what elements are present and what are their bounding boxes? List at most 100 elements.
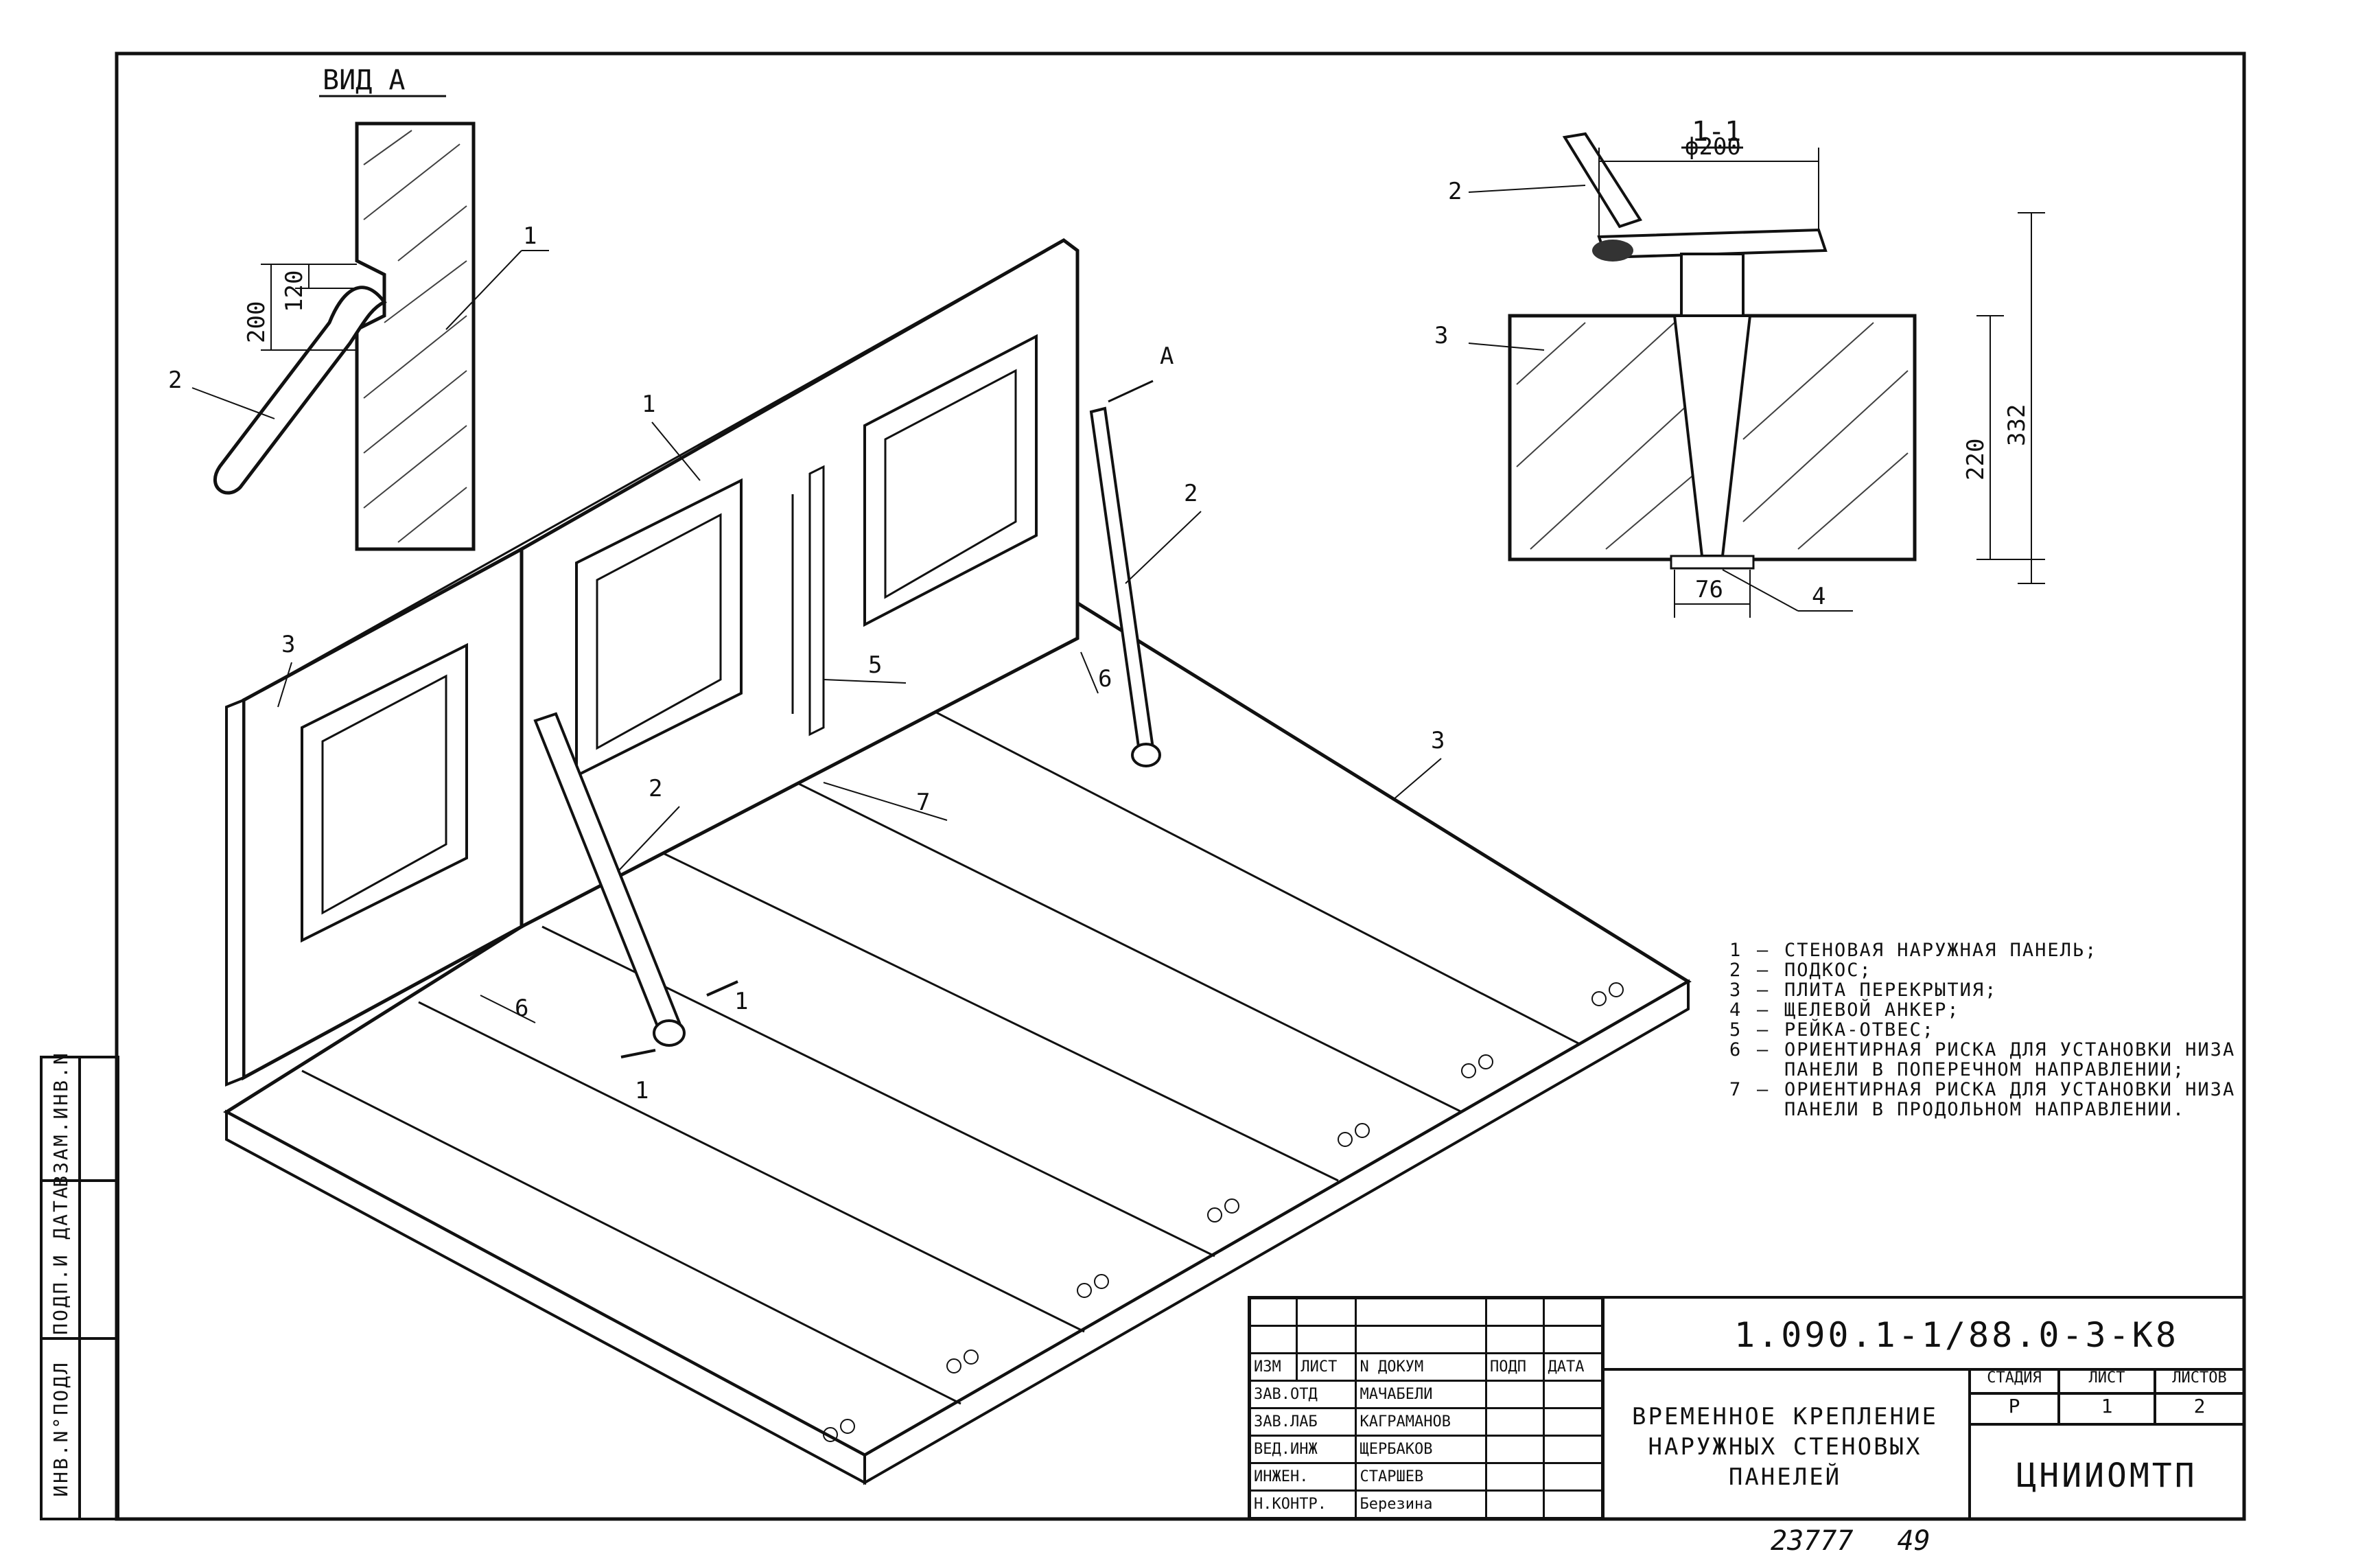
legend-text: ПОДКОС; bbox=[1784, 960, 1872, 981]
title-line-1: ВРЕМЕННОЕ КРЕПЛЕНИЕ bbox=[1632, 1402, 1938, 1430]
view-a-title: ВИД А bbox=[323, 65, 405, 96]
signature-cell bbox=[1484, 1407, 1545, 1437]
footer-numbers: 23777 49 bbox=[1771, 1525, 1930, 1557]
legend-number: 4 bbox=[1729, 999, 1742, 1021]
sheets-value: 2 bbox=[2193, 1395, 2206, 1417]
header-cell: N ДОКУМ bbox=[1355, 1352, 1487, 1382]
section-dim-332: 332 bbox=[2003, 404, 2031, 446]
legend-item: 2–ПОДКОС; bbox=[1729, 960, 2251, 980]
label-a: A bbox=[1160, 343, 1174, 370]
legend-text: РЕЙКА-ОТВЕС; bbox=[1784, 1019, 1935, 1041]
role-cell: ЗАВ.ОТД bbox=[1248, 1380, 1357, 1409]
document-title: ВРЕМЕННОЕ КРЕПЛЕНИЕ НАРУЖНЫХ СТЕНОВЫХ ПА… bbox=[1603, 1373, 1967, 1520]
signature-cell bbox=[1484, 1462, 1545, 1492]
side-stamp-sign: ПОДП.И ДАТА bbox=[49, 1184, 72, 1335]
title-block-grid bbox=[1248, 1296, 2245, 1520]
label-2-left: 2 bbox=[649, 775, 662, 802]
legend-dash: – bbox=[1757, 1039, 1770, 1060]
legend-text: ЩЕЛЕВОЙ АНКЕР; bbox=[1784, 999, 1960, 1021]
header-cell: ИЗМ bbox=[1248, 1352, 1298, 1382]
label-6-left: 6 bbox=[515, 995, 528, 1022]
legend-number: 6 bbox=[1729, 1039, 1742, 1060]
role-cell: ИНЖЕН. bbox=[1248, 1462, 1357, 1492]
date-cell bbox=[1543, 1380, 1603, 1409]
legend-item: 6–ОРИЕНТИРНАЯ РИСКА ДЛЯ УСТАНОВКИ НИЗА П… bbox=[1729, 1040, 2251, 1080]
header-cell: ДАТА bbox=[1543, 1352, 1603, 1382]
legend-text: ОРИЕНТИРНАЯ РИСКА ДЛЯ УСТАНОВКИ НИЗА ПАН… bbox=[1784, 1039, 2236, 1080]
date-cell bbox=[1543, 1489, 1603, 1519]
label-5: 5 bbox=[868, 651, 882, 679]
legend-item: 4–ЩЕЛЕВОЙ АНКЕР; bbox=[1729, 1000, 2251, 1020]
stage-value: Р bbox=[2008, 1395, 2020, 1417]
header-cell: ЛИСТ bbox=[1296, 1352, 1357, 1382]
legend-dash: – bbox=[1757, 1019, 1770, 1041]
label-1: 1 bbox=[642, 391, 655, 418]
label-3-right: 3 bbox=[1431, 727, 1445, 754]
legend-number: 1 bbox=[1729, 940, 1742, 961]
legend-item: 3–ПЛИТА ПЕРЕКРЫТИЯ; bbox=[1729, 980, 2251, 1000]
role-cell: ЗАВ.ЛАБ bbox=[1248, 1407, 1357, 1437]
signature-row: Н.КОНТР.Березина bbox=[1248, 1489, 1603, 1519]
name-cell: КАГРАМАНОВ bbox=[1355, 1407, 1487, 1437]
legend-item: 5–РЕЙКА-ОТВЕС; bbox=[1729, 1020, 2251, 1040]
view-a-dim-200: 200 bbox=[243, 301, 270, 343]
section-dia: ф200 bbox=[1685, 133, 1741, 161]
legend-number: 2 bbox=[1729, 960, 1742, 981]
drawing-frame bbox=[115, 51, 2246, 1521]
stage-header-sheet: ЛИСТ bbox=[2088, 1369, 2125, 1387]
signature-cell bbox=[1484, 1489, 1545, 1519]
role-cell: Н.КОНТР. bbox=[1248, 1489, 1357, 1519]
section-dim-76: 76 bbox=[1695, 576, 1723, 603]
title-line-2: НАРУЖНЫХ СТЕНОВЫХ bbox=[1648, 1433, 1922, 1461]
legend-text: ПЛИТА ПЕРЕКРЫТИЯ; bbox=[1784, 979, 1998, 1001]
header-cell: ПОДП bbox=[1484, 1352, 1545, 1382]
legend-dash: – bbox=[1757, 979, 1770, 1001]
section-title: 1-1 bbox=[1692, 116, 1741, 148]
isometric-view bbox=[223, 238, 1692, 1485]
section-1-1-detail: 1-1 ф200 220 332 76 bbox=[1434, 116, 2045, 618]
title-line-3: ПАНЕЛЕЙ bbox=[1728, 1463, 1842, 1491]
legend-dash: – bbox=[1757, 940, 1770, 961]
section-ref-4: 4 bbox=[1812, 583, 1825, 610]
label-6-right: 6 bbox=[1098, 665, 1112, 693]
legend: 1–СТЕНОВАЯ НАРУЖНАЯ ПАНЕЛЬ;2–ПОДКОС;3–ПЛ… bbox=[1729, 940, 2251, 1120]
legend-number: 5 bbox=[1729, 1019, 1742, 1041]
legend-item: 7–ОРИЕНТИРНАЯ РИСКА ДЛЯ УСТАНОВКИ НИЗА П… bbox=[1729, 1080, 2251, 1120]
page-number: 49 bbox=[1897, 1525, 1930, 1557]
name-cell: МАЧАБЕЛИ bbox=[1355, 1380, 1487, 1409]
side-stamp-inv: ИНВ.N°ПОДЛ bbox=[49, 1360, 72, 1497]
legend-text: ОРИЕНТИРНАЯ РИСКА ДЛЯ УСТАНОВКИ НИЗА ПАН… bbox=[1784, 1079, 2236, 1120]
sheet-value: 1 bbox=[2101, 1395, 2113, 1417]
stage-header: СТАДИЯ ЛИСТ ЛИСТОВ bbox=[1970, 1369, 2244, 1393]
legend-dash: – bbox=[1757, 960, 1770, 981]
document-code: 1.090.1-1/88.0-3-К8 bbox=[1734, 1315, 2179, 1355]
name-cell: СТАРШЕВ bbox=[1355, 1462, 1487, 1492]
side-stamp bbox=[40, 1056, 119, 1520]
stage-header-stage: СТАДИЯ bbox=[1987, 1369, 2042, 1387]
stage-values: Р 1 2 bbox=[1970, 1395, 2244, 1424]
label-2-right: 2 bbox=[1184, 480, 1198, 507]
legend-dash: – bbox=[1757, 1079, 1770, 1100]
inventory-number: 23777 bbox=[1771, 1525, 1854, 1557]
view-a-ref-2: 2 bbox=[168, 367, 182, 394]
name-cell: ЩЕРБАКОВ bbox=[1355, 1435, 1487, 1464]
section-ref-2: 2 bbox=[1448, 178, 1462, 205]
stage-header-sheets: ЛИСТОВ bbox=[2172, 1369, 2227, 1387]
label-7: 7 bbox=[916, 789, 930, 816]
date-cell bbox=[1543, 1407, 1603, 1437]
legend-item: 1–СТЕНОВАЯ НАРУЖНАЯ ПАНЕЛЬ; bbox=[1729, 940, 2251, 960]
legend-number: 3 bbox=[1729, 979, 1742, 1001]
section-mark-1a: 1 bbox=[734, 988, 748, 1015]
signature-row: ИНЖЕН.СТАРШЕВ bbox=[1248, 1462, 1603, 1492]
isometric-labels: 1 2 2 3 3 5 6 6 7 A 1 1 bbox=[277, 343, 1445, 1104]
organization: ЦНИИОМТП bbox=[2016, 1457, 2197, 1495]
name-cell: Березина bbox=[1355, 1489, 1487, 1519]
signature-cell bbox=[1484, 1380, 1545, 1409]
view-a-ref-1: 1 bbox=[523, 222, 537, 250]
signature-cell bbox=[1484, 1435, 1545, 1464]
